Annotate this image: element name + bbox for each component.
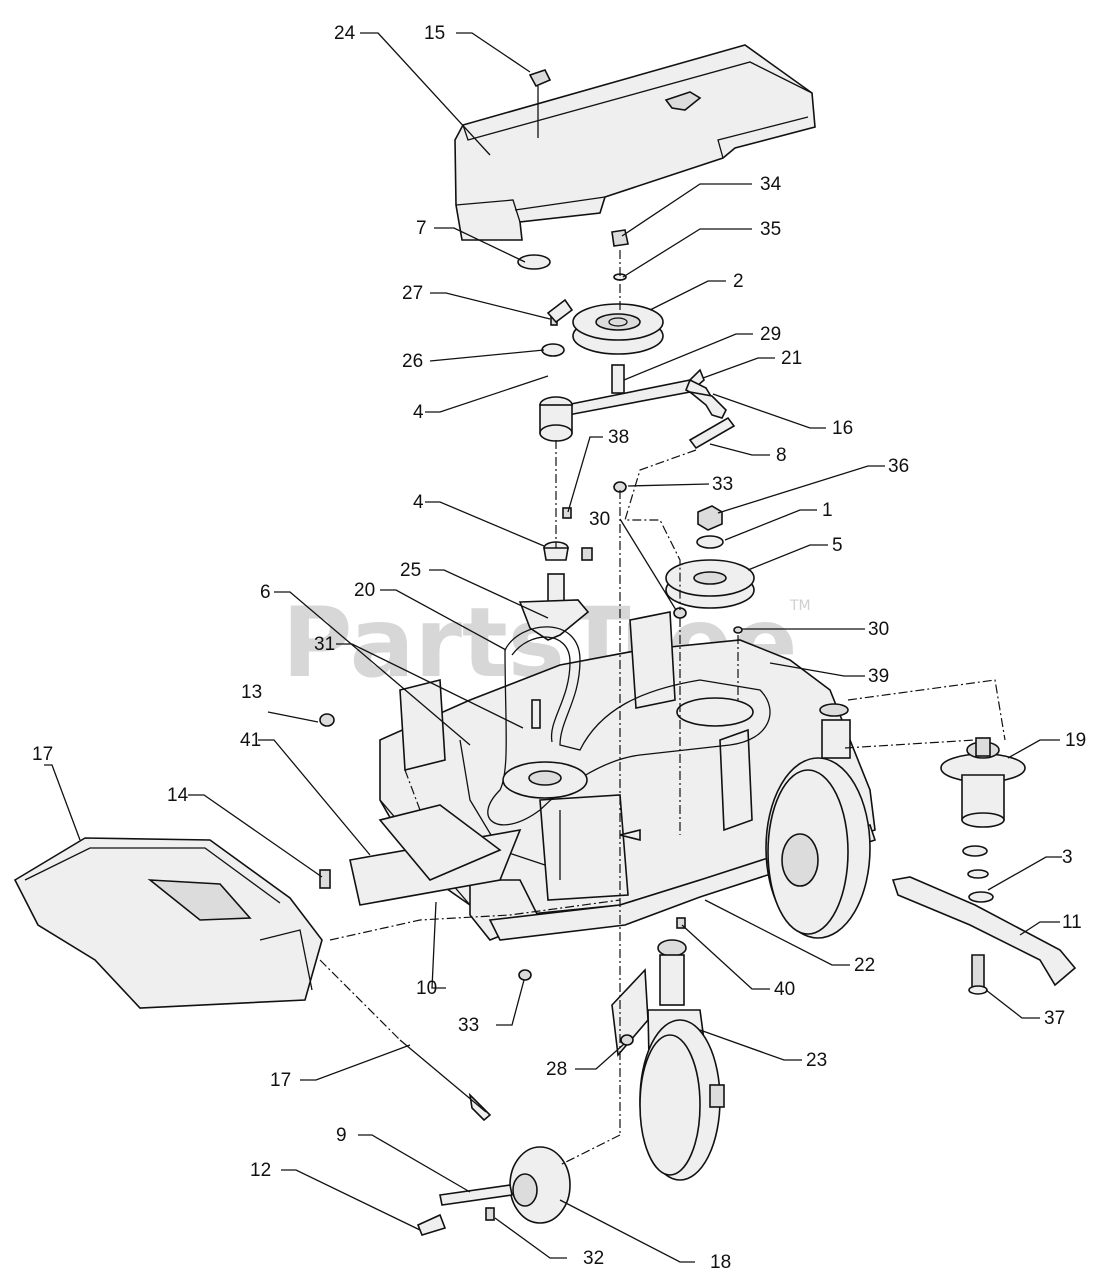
callout-4-upper: 4 <box>413 402 424 423</box>
callout-33-upper: 33 <box>712 474 733 495</box>
callout-35: 35 <box>760 219 781 240</box>
callout-26: 26 <box>402 351 423 372</box>
callout-33-lower: 33 <box>458 1015 479 1036</box>
leader-lines <box>44 32 1062 1263</box>
callout-31: 31 <box>314 634 335 655</box>
callout-9: 9 <box>336 1125 347 1146</box>
callout-20: 20 <box>354 580 375 601</box>
assembly-lines <box>319 250 1006 1166</box>
callout-17-rod: 17 <box>270 1070 291 1091</box>
drive-pulley <box>665 505 755 609</box>
callout-5: 5 <box>832 535 843 556</box>
callout-6: 6 <box>260 582 271 603</box>
washer-7 <box>517 254 551 270</box>
anti-scalp-wheel <box>416 1146 571 1236</box>
callout-24: 24 <box>334 23 356 44</box>
callout-38: 38 <box>608 427 629 448</box>
discharge-chute <box>13 837 323 1009</box>
callout-28: 28 <box>546 1059 567 1080</box>
callout-19: 19 <box>1065 730 1086 751</box>
callout-12: 12 <box>250 1160 271 1181</box>
callout-32: 32 <box>583 1248 604 1269</box>
callout-22: 22 <box>854 955 875 976</box>
callout-37: 37 <box>1044 1008 1065 1029</box>
caster-wheel <box>611 939 725 1181</box>
callout-labels: 24 15 34 7 35 2 27 29 26 21 4 16 38 8 33… <box>32 23 1086 1273</box>
callout-4-lower: 4 <box>413 492 424 513</box>
callout-23: 23 <box>806 1050 827 1071</box>
drive-belt <box>487 626 771 826</box>
pivot-post <box>518 481 743 641</box>
callout-11: 11 <box>1062 912 1082 933</box>
callout-7: 7 <box>416 218 427 239</box>
callout-10: 10 <box>416 978 437 999</box>
idler-arm <box>539 298 736 450</box>
callout-15: 15 <box>424 23 445 44</box>
callout-17-chute: 17 <box>32 744 53 765</box>
rear-wheel <box>765 703 871 939</box>
callout-14: 14 <box>167 785 189 806</box>
idler-pulley <box>572 303 664 355</box>
callout-39: 39 <box>868 666 889 687</box>
callout-36: 36 <box>888 456 909 477</box>
spindle-assembly <box>940 737 1026 903</box>
callout-8: 8 <box>776 445 787 466</box>
belt-cover <box>454 44 816 241</box>
misc-hardware <box>319 713 686 1122</box>
callout-21: 21 <box>781 348 802 369</box>
callout-29: 29 <box>760 324 781 345</box>
callout-13: 13 <box>241 682 262 703</box>
callout-2: 2 <box>733 271 744 292</box>
callout-41: 41 <box>240 730 261 751</box>
callout-40: 40 <box>774 979 795 1000</box>
watermark-tm: TM <box>789 598 811 614</box>
callout-27: 27 <box>402 283 423 304</box>
callout-30-left: 30 <box>589 509 610 530</box>
callout-30-right: 30 <box>868 619 889 640</box>
callout-18: 18 <box>710 1252 731 1273</box>
callout-3: 3 <box>1062 847 1073 868</box>
callout-34: 34 <box>760 174 782 195</box>
callout-16: 16 <box>832 418 853 439</box>
callout-25: 25 <box>400 560 421 581</box>
callout-1: 1 <box>822 500 833 521</box>
